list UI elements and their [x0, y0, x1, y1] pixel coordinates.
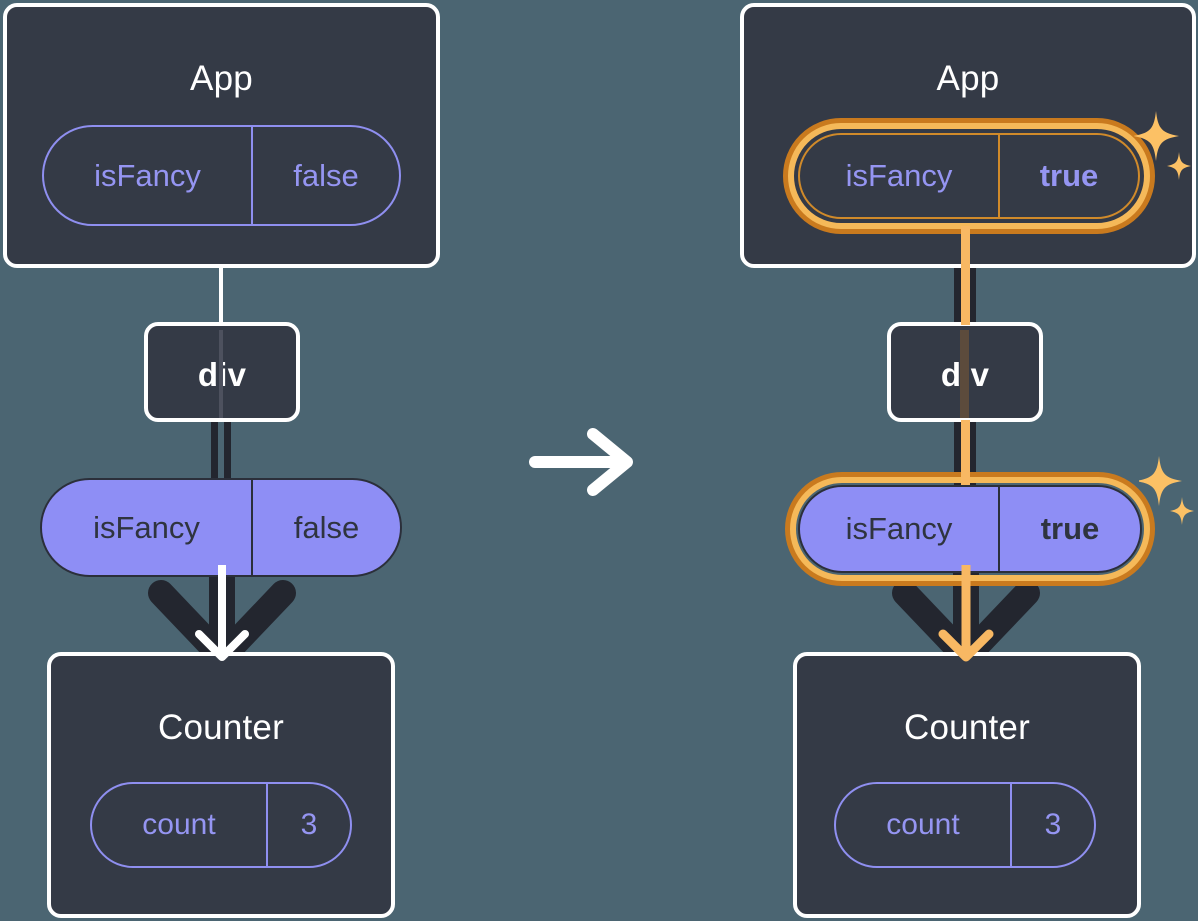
prop-pill-after[interactable]: isFancy true: [798, 485, 1142, 573]
highlight-strand-app-to-div-after: [961, 226, 970, 325]
counter-state-pill-after[interactable]: count 3: [834, 782, 1096, 868]
app-title-before: App: [190, 59, 253, 98]
counter-state-key-before: count: [142, 808, 216, 841]
app-title-after: App: [936, 59, 1000, 98]
after-panel: App isFancy true div isFancy true: [599, 0, 1198, 921]
app-state-key-before: isFancy: [94, 157, 201, 193]
app-state-highlight-ring-after: [783, 118, 1155, 234]
counter-state-value-after: 3: [1010, 784, 1094, 866]
app-state-key-after: isFancy: [845, 158, 953, 193]
prop-key-after: isFancy: [845, 511, 953, 546]
counter-state-key-after: count: [886, 808, 960, 841]
transition-right-arrow-icon: [529, 428, 633, 496]
prop-value-after: true: [998, 487, 1140, 571]
arrow-highlight-prop-to-counter-after: [938, 565, 994, 662]
counter-state-pill-before[interactable]: count 3: [90, 782, 352, 868]
connector-through-div-after: [960, 330, 969, 418]
sparkles-icon-prop-after: [1139, 456, 1194, 525]
counter-title-before: Counter: [158, 708, 284, 747]
prop-value-before: false: [251, 480, 400, 575]
before-panel: App isFancy false div isFancy false Coun…: [3, 3, 440, 918]
prop-pill-before[interactable]: isFancy false: [40, 478, 402, 577]
connector-div-to-prop-before-right: [224, 420, 231, 490]
connector-through-div-before: [219, 330, 223, 418]
connector-app-to-div-before: [219, 262, 223, 324]
highlight-strand-div-to-prop-after: [961, 420, 970, 490]
app-state-pill-before[interactable]: isFancy false: [42, 125, 401, 226]
sparkles-icon-app-after: [1134, 111, 1191, 180]
arrow-highlight-prop-to-counter-before: [195, 565, 249, 661]
app-state-value-before: false: [251, 127, 399, 224]
connector-div-to-prop-before-left: [211, 420, 218, 490]
counter-title-after: Counter: [904, 708, 1030, 747]
prop-key-before: isFancy: [93, 509, 200, 545]
app-state-value-after: true: [998, 135, 1138, 217]
app-state-pill-after[interactable]: isFancy true: [798, 133, 1140, 219]
counter-state-value-before: 3: [266, 784, 350, 866]
